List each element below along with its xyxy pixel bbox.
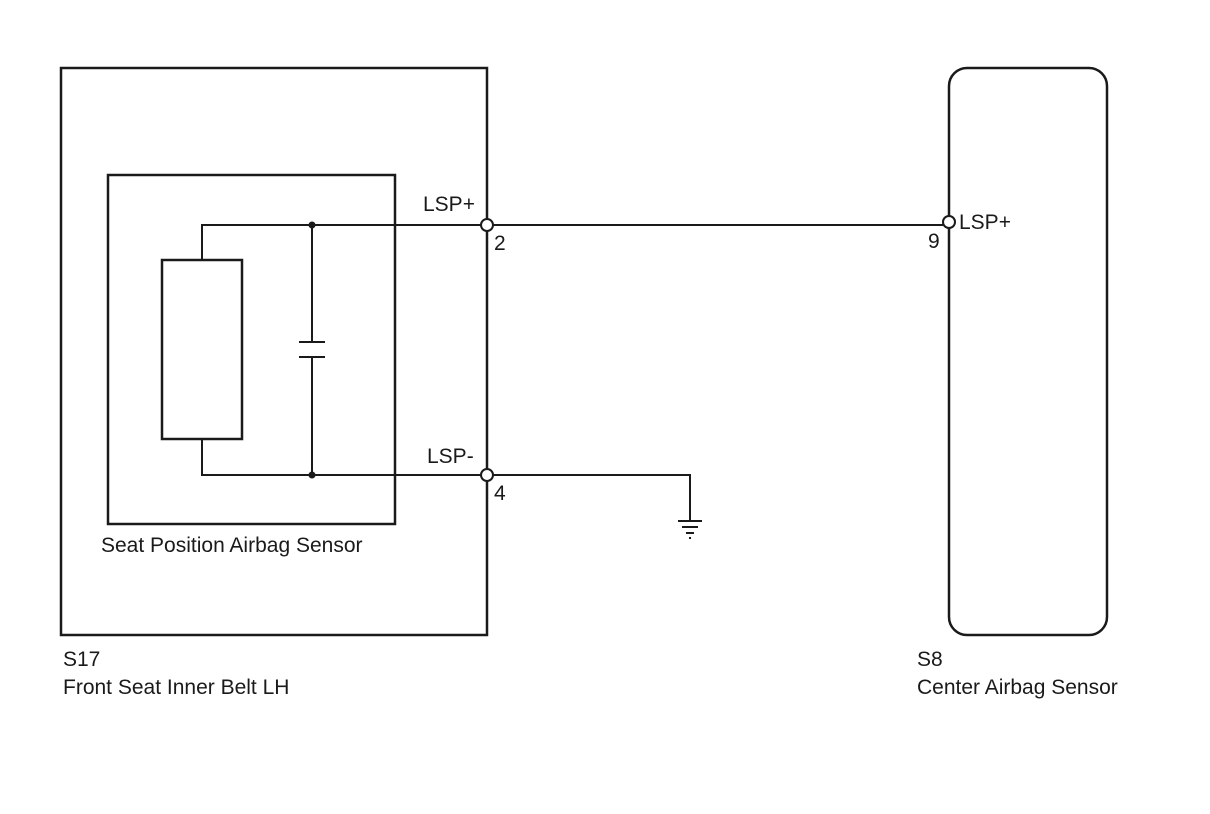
s8-name-label: Center Airbag Sensor — [917, 676, 1118, 699]
inner-component-label: Seat Position Airbag Sensor — [101, 534, 363, 557]
s8-code-label: S8 — [917, 648, 943, 671]
pin-2-signal-label: LSP+ — [423, 193, 475, 216]
pin-2-terminal — [480, 218, 494, 232]
s17-name-label: Front Seat Inner Belt LH — [63, 676, 289, 699]
lsp-minus-ground-wire — [493, 474, 691, 521]
junction-dot-bottom — [308, 471, 316, 479]
pin-2-number-label: 2 — [494, 232, 506, 255]
s8-center-airbag-sensor-box — [947, 66, 1109, 637]
pin-9-number-label: 9 — [928, 230, 940, 253]
ground-icon — [678, 520, 702, 539]
internal-wire-top — [201, 224, 481, 260]
pin-4-number-label: 4 — [494, 482, 506, 505]
resistor-symbol — [160, 258, 244, 441]
pin-9-terminal — [942, 215, 956, 229]
pin-4-terminal — [480, 468, 494, 482]
pin-4-signal-label: LSP- — [427, 445, 474, 468]
pin-9-signal-label: LSP+ — [959, 211, 1011, 234]
junction-dot-top — [308, 221, 316, 229]
seat-position-airbag-sensor-box — [106, 173, 397, 526]
s17-code-label: S17 — [63, 648, 100, 671]
internal-wire-bottom — [201, 439, 481, 476]
